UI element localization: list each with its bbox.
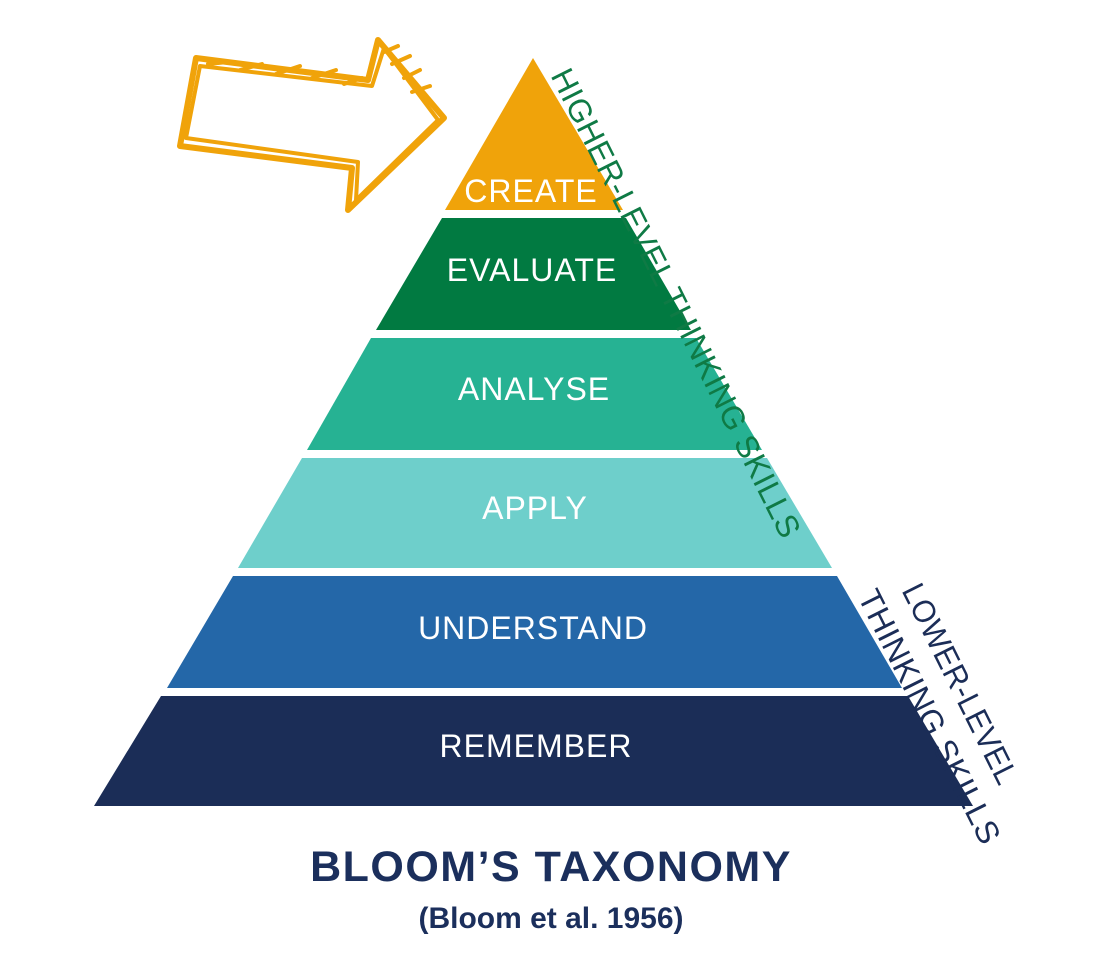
arrow-right-icon [177,37,447,213]
level-label-create: CREATE [464,173,597,209]
pyramid-tiers [94,58,973,806]
tier-apply [238,458,832,568]
level-label-analyse: ANALYSE [458,371,610,407]
tier-create [445,58,623,210]
level-label-apply: APPLY [482,490,588,526]
tier-understand [167,576,902,688]
level-label-evaluate: EVALUATE [447,252,617,288]
diagram-title: BLOOM’S TAXONOMY [310,843,792,891]
tier-evaluate [376,218,691,330]
level-label-remember: REMEMBER [440,728,633,764]
pyramid-labels: CREATE EVALUATE ANALYSE APPLY UNDERSTAND… [418,173,648,764]
diagram-subtitle: (Bloom et al. 1956) [418,902,684,935]
tier-analyse [307,338,762,450]
tier-remember [94,696,973,806]
level-label-understand: UNDERSTAND [418,610,648,646]
